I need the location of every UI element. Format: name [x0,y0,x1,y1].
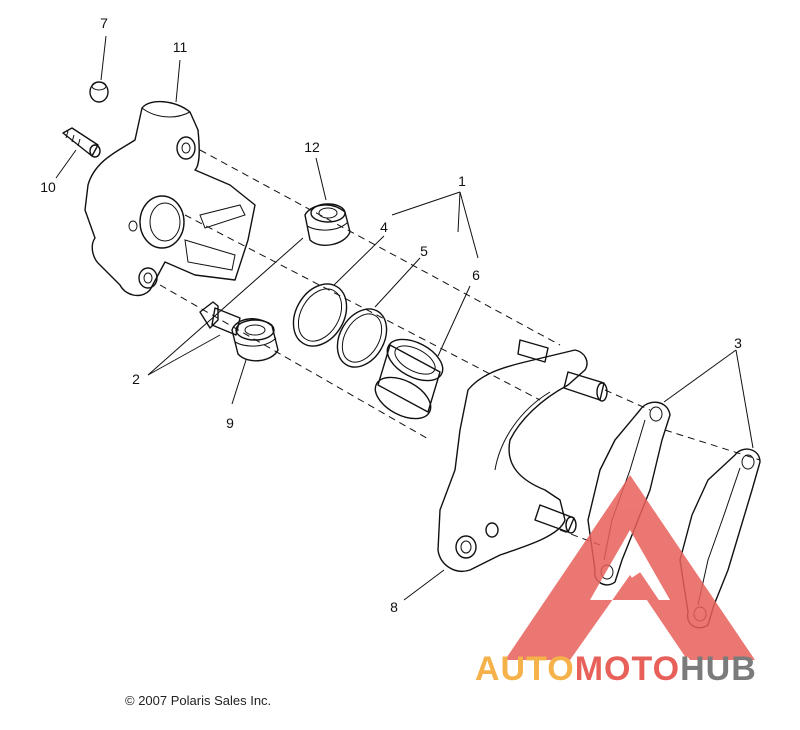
watermark-triangle-icon [505,475,755,660]
watermark-logo [505,475,755,660]
callout-8: 8 [390,599,398,615]
callout-2: 2 [132,371,140,387]
part-6-piston [374,338,444,420]
part-11-caliper-body [84,101,256,297]
part-12-upper-boot [304,203,351,246]
part-5-dust-seal-ring [336,308,388,368]
part-2-guide-pin [199,301,241,336]
part-8-caliper-bracket [437,339,608,572]
callout-12: 12 [304,139,320,155]
copyright-notice: © 2007 Polaris Sales Inc. [125,693,271,708]
leader-lines [55,35,754,601]
callout-9: 9 [226,415,234,431]
part-10-bleeder-screw [62,127,101,158]
callout-5: 5 [420,243,428,259]
callout-4: 4 [380,219,388,235]
callout-3: 3 [734,335,742,351]
callout-11: 11 [173,39,188,55]
callout-1: 1 [458,173,466,189]
callout-7: 7 [100,15,108,31]
callout-labels: 7 11 10 12 1 4 5 6 2 9 3 8 [40,15,742,615]
alignment-lines [159,149,761,546]
part-9-lower-boot [231,318,279,362]
watermark-text: AUTOMOTOHUB [475,650,757,688]
callout-10: 10 [40,179,56,195]
callout-6: 6 [472,267,480,283]
part-4-seal-ring [292,283,348,347]
part-7-cap [89,81,109,103]
